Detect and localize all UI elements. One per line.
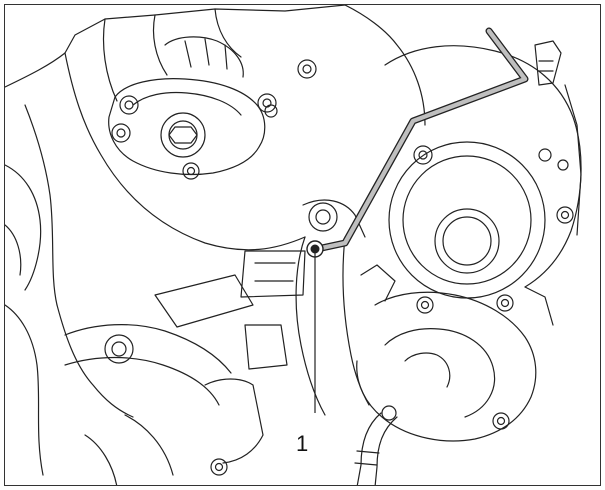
bent-rod	[313, 27, 529, 253]
lower-left-bracket	[64, 274, 288, 485]
engine-line-drawing	[5, 5, 582, 485]
hose	[354, 412, 398, 485]
callout-label-1: 1	[296, 431, 309, 456]
lower-right-component	[356, 264, 554, 442]
upper-pump-housing	[108, 36, 317, 180]
diagram-frame: 1	[4, 4, 601, 486]
middle-bracket	[240, 199, 370, 416]
right-pulley-assembly	[344, 5, 582, 299]
engine-block-left	[5, 5, 346, 476]
